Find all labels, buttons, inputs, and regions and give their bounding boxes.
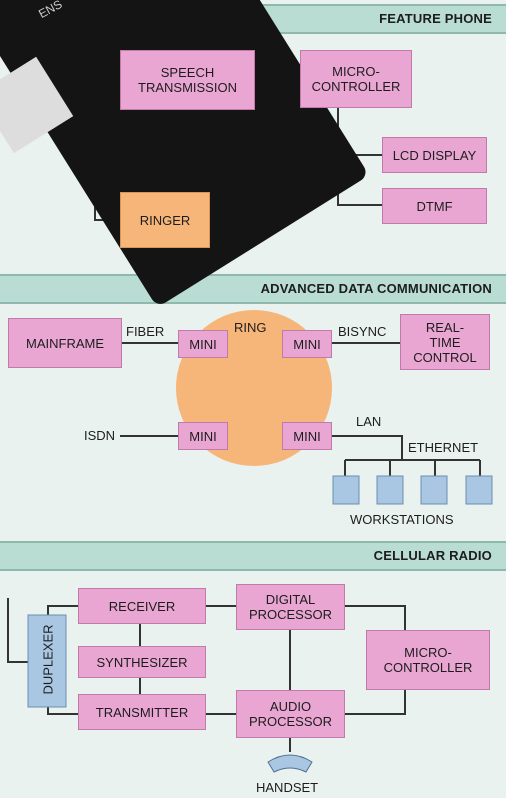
- workstation: [377, 476, 403, 504]
- mainframe-box: MAINFRAME: [8, 318, 122, 368]
- bisync-label: BISYNC: [338, 324, 386, 339]
- workstation: [466, 476, 492, 504]
- synthesizer-box: SYNTHESIZER: [78, 646, 206, 678]
- dtmf-box: DTMF: [382, 188, 487, 224]
- micro-controller-box-cellular: MICRO- CONTROLLER: [366, 630, 490, 690]
- real-time-control-box: REAL- TIME CONTROL: [400, 314, 490, 370]
- workstation: [333, 476, 359, 504]
- handset-icon: [268, 755, 312, 772]
- speech-transmission-box: SPEECH TRANSMISSION: [120, 50, 255, 110]
- audio-processor-box: AUDIO PROCESSOR: [236, 690, 345, 738]
- handset-label: HANDSET: [256, 780, 318, 795]
- isdn-label: ISDN: [84, 428, 115, 443]
- ringer-box: RINGER: [120, 192, 210, 248]
- mini-box-top-left: MINI: [178, 330, 228, 358]
- workstation: [421, 476, 447, 504]
- transmitter-box: TRANSMITTER: [78, 694, 206, 730]
- ring-label: RING: [234, 320, 267, 335]
- lan-label: LAN: [356, 414, 381, 429]
- lcd-display-box: LCD DISPLAY: [382, 137, 487, 173]
- micro-controller-box: MICRO- CONTROLLER: [300, 50, 412, 108]
- fiber-label: FIBER: [126, 324, 164, 339]
- workstations-label: WORKSTATIONS: [350, 512, 454, 527]
- receiver-box: RECEIVER: [78, 588, 206, 624]
- ethernet-label: ETHERNET: [408, 440, 478, 455]
- mini-box-top-right: MINI: [282, 330, 332, 358]
- duplexer-label: DUPLEXER: [41, 620, 56, 700]
- mini-box-bottom-right: MINI: [282, 422, 332, 450]
- digital-processor-box: DIGITAL PROCESSOR: [236, 584, 345, 630]
- mini-box-bottom-left: MINI: [178, 422, 228, 450]
